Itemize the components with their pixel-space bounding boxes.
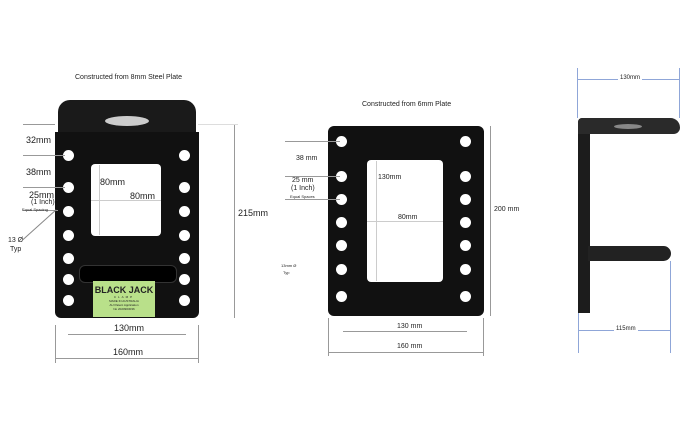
mounting-hole: [179, 230, 190, 241]
side-top-width: 130mm: [618, 75, 643, 81]
dimension-line: [285, 176, 340, 177]
mounting-hole: [336, 194, 347, 205]
black-jack-label: BLACK JACK CLAMP MADE IN AUSTRALIA AU Pa…: [93, 281, 155, 317]
extension-line: [483, 318, 484, 356]
mounting-hole: [336, 171, 347, 182]
dim-spacing: 25 mm: [292, 177, 314, 184]
dim-spacing-inch: (1 Inch): [31, 199, 55, 206]
dim-gap: 38 mm: [296, 155, 318, 162]
mounting-hole: [336, 136, 347, 147]
height-dimension-line: [490, 126, 491, 316]
mounting-hole: [460, 136, 471, 147]
mounting-hole: [179, 182, 190, 193]
dim-gap: 38mm: [26, 167, 52, 177]
extension-line: [578, 313, 579, 353]
mounting-hole: [336, 291, 347, 302]
hole-span: 130 mm: [397, 323, 423, 330]
window-width: 80mm: [398, 214, 418, 221]
dimension-line: [23, 187, 65, 188]
mounting-hole: [179, 206, 190, 217]
dim-top: 32mm: [26, 135, 52, 145]
width-dimension-line: [329, 352, 483, 353]
window-height: 130mm: [378, 174, 402, 181]
mounting-hole: [63, 230, 74, 241]
dim-spacing: 25mm: [29, 190, 55, 200]
plate-width: 160 mm: [397, 343, 423, 350]
hole-span-line: [68, 334, 186, 335]
extension-line: [679, 68, 680, 118]
dimension-line: [285, 199, 340, 200]
dim-spacing-note: Equal Spacing: [22, 207, 48, 212]
dimension-line: [285, 141, 340, 142]
mounting-hole: [179, 274, 190, 285]
mounting-hole: [460, 217, 471, 228]
window-height: 80mm: [100, 177, 126, 187]
mounting-hole: [336, 264, 347, 275]
mounting-hole: [460, 264, 471, 275]
window-width-line: [367, 221, 443, 222]
side-vertical-plate: [578, 118, 590, 313]
height-200: 200 mm: [494, 206, 520, 213]
extension-line: [670, 261, 671, 353]
mounting-hole: [460, 171, 471, 182]
dim-spacing-note: Equal Spaces: [290, 194, 315, 199]
height-dimension-line: [234, 124, 235, 318]
plate-width: 160mm: [113, 347, 144, 357]
hole-leader-line: [21, 209, 57, 241]
mounting-hole: [460, 194, 471, 205]
hole-span-line: [343, 331, 467, 332]
mounting-hole: [63, 150, 74, 161]
mounting-hole: [460, 291, 471, 302]
mounting-hole: [63, 274, 74, 285]
width-dimension-line: [56, 358, 199, 359]
mounting-hole: [179, 295, 190, 306]
height-215: 215mm: [238, 208, 269, 218]
plate-8mm-title: Constructed from 8mm Steel Plate: [75, 74, 182, 81]
label-line2: AU Patent Application: [109, 303, 139, 307]
dimension-line: [23, 124, 55, 125]
hole-diameter: 13mm Ø: [281, 263, 297, 268]
dim-spacing-inch: (1 Inch): [291, 185, 315, 192]
extension-line: [577, 68, 578, 118]
dimension-line: [23, 210, 58, 211]
mounting-hole: [179, 253, 190, 264]
hole-diameter: 13 Ø: [8, 237, 24, 244]
hole-span: 130mm: [114, 323, 145, 333]
label-line3: No 2020903036: [113, 307, 135, 311]
side-bottom-width: 115mm: [614, 326, 638, 332]
label-brand: BLACK JACK: [94, 285, 154, 295]
dimension-line: [23, 155, 65, 156]
extension-line: [198, 325, 199, 363]
extension-line: [55, 325, 56, 363]
mounting-hole: [63, 253, 74, 264]
top-arm-hole: [614, 124, 642, 129]
plate-6mm-title: Constructed from 6mm Plate: [362, 101, 452, 108]
window-width: 80mm: [130, 191, 156, 201]
mounting-hole: [336, 240, 347, 251]
mounting-hole: [460, 240, 471, 251]
mounting-hole: [63, 206, 74, 217]
mounting-hole: [179, 150, 190, 161]
side-bottom-arm: [588, 246, 671, 261]
label-sub: CLAMP: [113, 295, 135, 299]
label-line1: MADE IN AUSTRALIA: [109, 299, 139, 303]
hole-typ: Typ: [283, 270, 290, 275]
mounting-hole: [63, 295, 74, 306]
extension-line: [198, 124, 238, 125]
hole-typ: Typ: [10, 246, 22, 253]
mounting-hole: [63, 182, 74, 193]
mounting-hole: [336, 217, 347, 228]
extension-line: [328, 318, 329, 356]
window-width-line: [91, 200, 161, 201]
flange-hole: [105, 116, 149, 126]
